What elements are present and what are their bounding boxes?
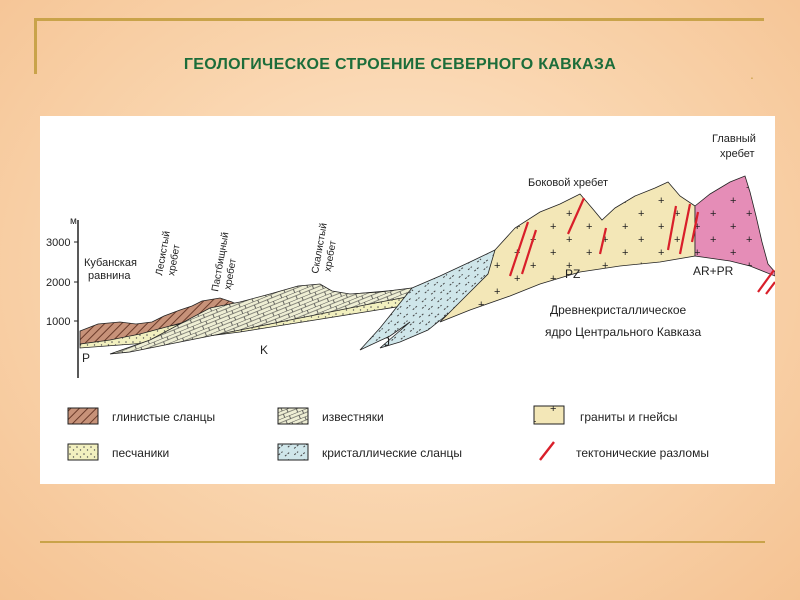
legend-swatch-clay (67, 407, 99, 425)
slide-frame-bottom-line (40, 541, 765, 543)
axis-tick-1000: 1000 (46, 316, 70, 328)
ridge-label-skalisty-2: хребет (322, 239, 339, 272)
slide-frame-left-line (34, 18, 37, 74)
legend-label-fault: тектонические разломы (576, 446, 709, 460)
axis-tick-3000: 3000 (46, 237, 70, 249)
granite-massif (439, 181, 696, 323)
geology-diagram-panel: + + + + м 3000 2000 1000 (40, 116, 776, 484)
label-pz: PZ (565, 267, 580, 281)
ridge-label-lesisty-2: хребет (165, 243, 182, 276)
legend-swatch-fault (539, 441, 555, 461)
legend-swatch-granite (533, 405, 565, 425)
core-label-2: ядро Центрального Кавказа (545, 325, 701, 339)
ridge-label-pastbish-2: хребет (222, 257, 239, 290)
label-k: K (260, 343, 268, 357)
limestone-layer (109, 283, 413, 355)
label-arpr: AR+PR (693, 264, 734, 278)
legend-label-limestone: известняки (322, 410, 384, 424)
axis-unit: м (70, 216, 77, 227)
legend-swatch-limestone (277, 407, 309, 425)
slide-frame-top-line (34, 18, 764, 21)
elevation-axis: м 3000 2000 1000 (46, 216, 79, 378)
legend-label-sandstone: песчаники (112, 446, 169, 460)
legend: глинистые сланцы известняки граниты и гн… (67, 405, 709, 461)
crystalline-shale-layer (359, 249, 503, 351)
core-label-1: Древнекристаллическое (550, 303, 687, 317)
geologic-profile-svg: + + + + м 3000 2000 1000 (46, 133, 776, 461)
corner-mark: . (750, 66, 754, 82)
clay-shale-layer (79, 297, 241, 345)
ridge-label-glavny-1: Главный (712, 133, 756, 145)
ridge-label-bokovoy: Боковой хребет (528, 177, 608, 189)
label-p: P (82, 351, 90, 365)
slide-title: ГЕОЛОГИЧЕСКОЕ СТРОЕНИЕ СЕВЕРНОГО КАВКАЗА (183, 56, 617, 73)
ridge-label-kuban-2: равнина (88, 270, 131, 282)
legend-label-granite: граниты и гнейсы (580, 410, 678, 424)
label-j: J (384, 335, 390, 349)
axis-tick-2000: 2000 (46, 277, 70, 289)
legend-swatch-crystalline (277, 443, 309, 461)
legend-label-clay: глинистые сланцы (112, 410, 215, 424)
legend-swatch-sandstone (67, 443, 99, 461)
legend-label-crystalline: кристаллические сланцы (322, 446, 462, 460)
ridge-label-kuban-1: Кубанская (84, 257, 137, 269)
tectonic-faults (508, 197, 776, 295)
arpr-core (694, 175, 776, 277)
ridge-label-glavny-2: хребет (720, 148, 755, 160)
